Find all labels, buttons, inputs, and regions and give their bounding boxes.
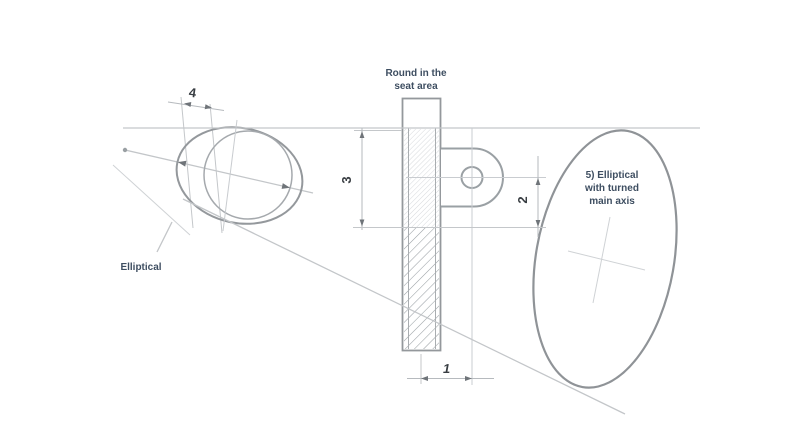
dim4-arrow-left [184,102,192,107]
dimension-3: 3 [339,128,402,230]
valve-stem [401,97,442,352]
dim2-label: 2 [515,196,530,203]
seat-label-line2: seat area [394,81,438,92]
dim1-arrow-left [421,376,428,381]
dimension-4: 4 [167,85,225,111]
axis-arrow-right [281,183,290,189]
dim1-label: 1 [442,361,452,376]
dim1-arrow-right [465,376,472,381]
turned-ellipse-outline [532,129,678,389]
turned-ellipse-axis-horizontal [567,250,646,271]
dim4-extension-line-left [180,96,194,229]
elliptical-label-leader-line [156,221,173,253]
dim3-arrow-top [359,131,365,138]
dimension-1: 1 [407,354,494,384]
large-ellipse-section [532,129,678,389]
turned-label-line1: 5) Elliptical [586,170,639,181]
seat-label-line1: Round in the [385,68,447,79]
construction-lines [112,96,314,253]
small-ellipse-minor-axis [222,119,238,232]
projection-diagonal-line [182,198,626,415]
turned-label-line3: main axis [589,196,635,207]
turned-ellipse-axis-vertical [592,216,611,304]
axis-arrow-left [178,160,187,167]
elliptical-section-outline [175,126,304,225]
dim2-arrow-bottom [535,220,541,227]
turned-label-line2: with turned [584,183,639,194]
text-labels: Round in the seat area Elliptical 5) Ell… [120,68,639,273]
stem-lower-hatch [404,228,439,349]
elliptical-label: Elliptical [120,262,161,273]
fan-line [112,164,191,236]
cone-axis-line [124,149,314,194]
dim4-line [167,101,225,111]
dim2-arrow-top [535,178,541,185]
round-section-outline [203,130,293,220]
dim4-arrow-right [204,104,212,110]
hinge-lug [406,128,546,385]
dim4-label: 4 [188,85,198,101]
dimension-2: 2 [353,156,546,237]
small-ellipse-section [175,119,304,232]
axis-start-dot [122,147,128,153]
dim4-extension-line-right [209,103,223,234]
dim3-arrow-bottom [359,219,365,227]
dim3-label: 3 [339,176,354,183]
